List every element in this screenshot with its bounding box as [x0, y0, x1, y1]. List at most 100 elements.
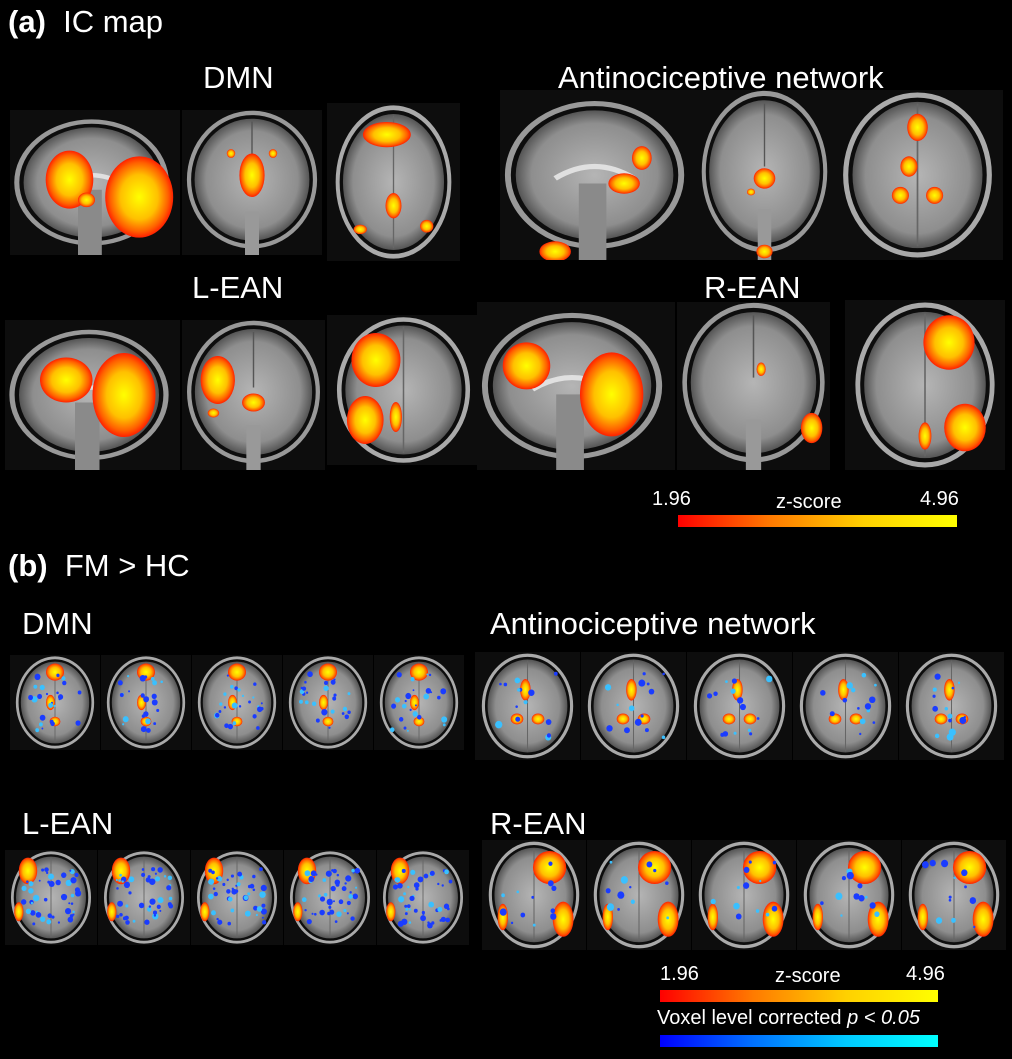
deactivation-cluster	[706, 693, 713, 699]
l-ean-sagittal-slice	[5, 320, 180, 470]
deactivation-cluster	[119, 912, 123, 917]
deactivation-cluster	[857, 883, 863, 889]
deactivation-cluster	[642, 672, 646, 676]
deactivation-cluster	[123, 881, 131, 889]
deactivation-cluster	[846, 871, 854, 880]
deactivation-cluster	[168, 903, 174, 909]
deactivation-cluster	[499, 908, 507, 916]
deactivation-cluster	[842, 697, 848, 703]
deactivation-cluster	[437, 906, 443, 912]
deactivation-cluster	[624, 727, 630, 734]
deactivation-cluster	[208, 893, 214, 900]
activation-cluster	[46, 663, 64, 681]
deactivation-cluster	[666, 916, 670, 920]
deactivation-cluster	[646, 682, 650, 686]
deactivation-cluster	[426, 673, 429, 676]
deactivation-cluster	[755, 909, 760, 913]
deactivation-cluster	[67, 916, 74, 923]
deactivation-cluster	[308, 875, 315, 883]
b-colorbar-label: z-score	[775, 965, 841, 987]
deactivation-cluster	[115, 879, 118, 882]
deactivation-cluster	[606, 903, 615, 911]
a-title-antinociceptive: Antinociceptive network	[558, 60, 884, 95]
deactivation-cluster	[425, 688, 432, 694]
deactivation-cluster	[951, 917, 956, 923]
activation-cluster	[952, 851, 987, 884]
dmn-axial-slice-1	[10, 655, 100, 750]
deactivation-cluster	[634, 718, 642, 726]
antinociceptive-sagittal-slice	[500, 90, 697, 260]
deactivation-cluster	[227, 723, 233, 730]
deactivation-cluster	[160, 680, 163, 684]
deactivation-cluster	[405, 692, 412, 700]
b-negative-colorbar	[660, 1035, 938, 1047]
deactivation-cluster	[141, 868, 145, 871]
deactivation-cluster	[336, 911, 342, 917]
deactivation-cluster	[167, 875, 173, 881]
deactivation-cluster	[151, 693, 157, 700]
b-title-l-ean: L-EAN	[22, 806, 114, 841]
deactivation-cluster	[951, 686, 955, 690]
deactivation-cluster	[156, 904, 161, 909]
deactivation-cluster	[864, 703, 872, 710]
deactivation-cluster	[301, 897, 307, 903]
deactivation-cluster	[328, 905, 332, 909]
deactivation-cluster	[617, 907, 620, 911]
deactivation-cluster	[28, 694, 34, 701]
deactivation-cluster	[247, 892, 251, 896]
deactivation-cluster	[44, 867, 49, 872]
deactivation-cluster	[341, 712, 345, 715]
deactivation-cluster	[333, 693, 337, 697]
activation-cluster	[200, 902, 210, 922]
activation-cluster	[107, 902, 117, 922]
deactivation-cluster	[216, 875, 223, 882]
deactivation-cluster	[749, 732, 753, 736]
deactivation-cluster	[227, 921, 232, 926]
deactivation-cluster	[765, 912, 770, 917]
deactivation-cluster	[332, 696, 337, 701]
deactivation-cluster	[343, 908, 347, 913]
deactivation-cluster	[72, 910, 75, 914]
deactivation-cluster	[72, 913, 75, 916]
deactivation-cluster	[934, 673, 941, 680]
deactivation-cluster	[125, 920, 130, 925]
deactivation-cluster	[829, 711, 835, 717]
deactivation-cluster	[616, 703, 619, 707]
deactivation-cluster	[215, 877, 219, 880]
deactivation-cluster	[850, 687, 856, 693]
deactivation-cluster	[70, 877, 77, 884]
activation-cluster	[838, 679, 849, 701]
activation-cluster	[944, 679, 955, 701]
deactivation-cluster	[236, 882, 241, 887]
deactivation-cluster	[51, 915, 55, 919]
deactivation-cluster	[224, 723, 229, 729]
deactivation-cluster	[144, 919, 150, 925]
r-ean-axial-slice-4	[797, 840, 901, 950]
deactivation-cluster	[234, 686, 238, 691]
activation-cluster	[389, 402, 402, 432]
deactivation-cluster	[35, 728, 40, 733]
deactivation-cluster	[211, 870, 215, 875]
deactivation-cluster	[653, 868, 657, 873]
deactivation-cluster	[311, 701, 317, 707]
deactivation-cluster	[648, 688, 655, 695]
deactivation-cluster	[33, 684, 38, 689]
activation-cluster	[626, 679, 637, 701]
deactivation-cluster	[149, 898, 156, 905]
deactivation-cluster	[154, 876, 161, 882]
activation-cluster	[390, 857, 410, 885]
deactivation-cluster	[866, 708, 871, 713]
deactivation-cluster	[223, 692, 227, 696]
deactivation-cluster	[396, 672, 402, 678]
deactivation-cluster	[145, 877, 151, 883]
deactivation-cluster	[159, 909, 162, 912]
deactivation-cluster	[857, 706, 860, 710]
deactivation-cluster	[226, 674, 229, 677]
deactivation-cluster	[253, 905, 258, 911]
deactivation-cluster	[62, 680, 67, 686]
deactivation-cluster	[969, 897, 977, 904]
deactivation-cluster	[932, 705, 938, 712]
deactivation-cluster	[132, 919, 136, 923]
a-zscore-colorbar	[678, 515, 957, 527]
deactivation-cluster	[146, 727, 151, 733]
